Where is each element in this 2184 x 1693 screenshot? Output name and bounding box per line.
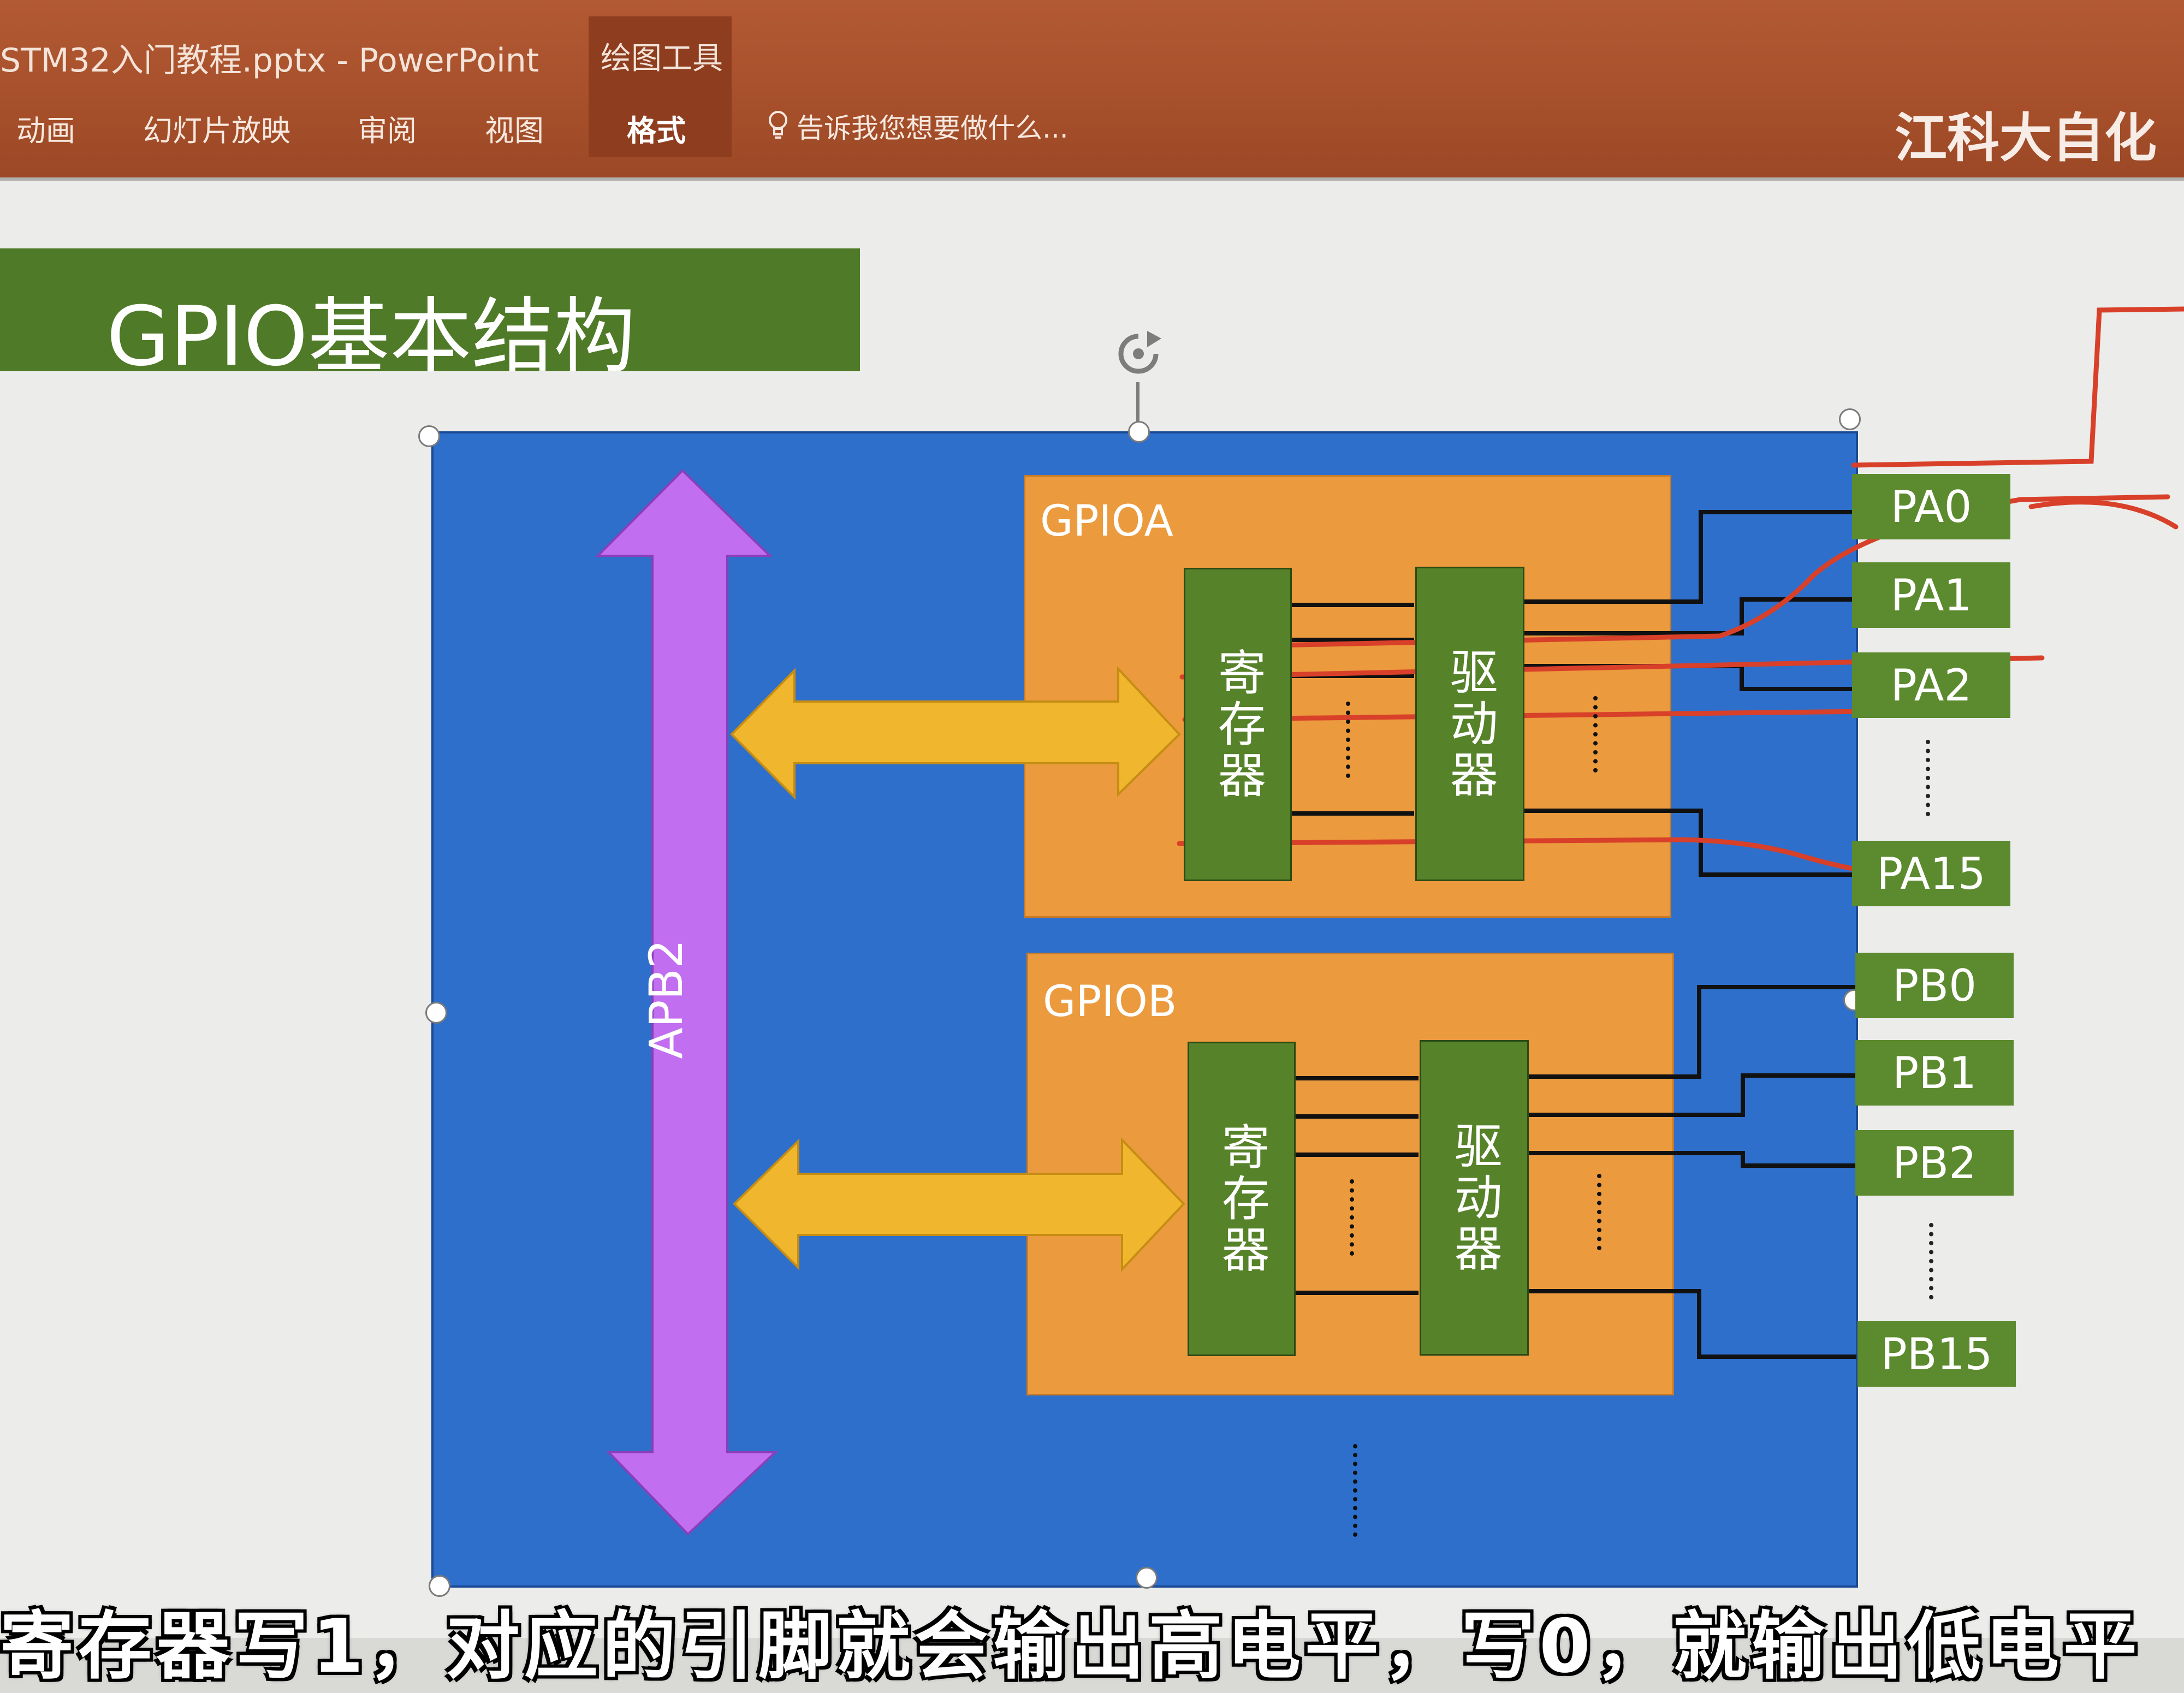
tell-me-text: 告诉我您想要做什么... [797, 112, 1069, 144]
pin-pb1[interactable]: PB1 [1855, 1040, 2014, 1106]
gpiob-register-label: 寄存器 [1214, 1122, 1271, 1276]
gpioa-label: GPIOA [1040, 497, 1173, 546]
resize-handle-top[interactable] [1128, 421, 1150, 443]
gpiob-driver-label: 驱动器 [1446, 1121, 1503, 1275]
slide-title: GPIO基本结构 [106, 289, 636, 384]
gpioa-driver-label: 驱动器 [1442, 647, 1499, 801]
gpiob-bus-arrow [733, 1137, 1185, 1273]
gpiob-register[interactable]: 寄存器 [1188, 1042, 1296, 1356]
gpioa-driver[interactable]: 驱动器 [1415, 567, 1524, 881]
slide-title-bar [0, 248, 860, 371]
apb2-bus-label: APB2 [639, 939, 693, 1059]
lightbulb-icon [769, 111, 787, 139]
pin-pa15[interactable]: PA15 [1852, 841, 2010, 906]
diagram-lines [595, 306, 2184, 1536]
pin-pa0[interactable]: PA0 [1852, 474, 2010, 539]
apb2-bus-arrow [595, 469, 779, 1536]
resize-handle-top-right[interactable] [1839, 408, 1861, 430]
brand-text: 江科大自化 [1895, 108, 2157, 169]
drawing-tools-group [589, 16, 732, 157]
pin-pa2[interactable]: PA2 [1852, 652, 2010, 718]
tab-review[interactable]: 审阅 [358, 114, 417, 148]
pin-pa1[interactable]: PA1 [1852, 562, 2010, 628]
resize-handle-bottom-left[interactable] [429, 1575, 450, 1597]
gpiob-label: GPIOB [1043, 977, 1177, 1026]
gpioa-register-label: 寄存器 [1210, 648, 1267, 801]
resize-handle-left[interactable] [425, 1002, 447, 1024]
gpioa-driver-ellipsis [1593, 696, 1601, 773]
gpiob-pin-ellipsis [1929, 1223, 1937, 1299]
gpioa-register[interactable]: 寄存器 [1184, 568, 1292, 881]
tab-format[interactable]: 格式 [627, 114, 686, 148]
gpioa-pin-ellipsis [1926, 740, 1933, 816]
tell-me-search[interactable]: 告诉我您想要做什么... [767, 106, 1069, 146]
gpioa-register-ellipsis [1346, 702, 1354, 778]
pin-pb15[interactable]: PB15 [1857, 1321, 2016, 1387]
gpiob-driver[interactable]: 驱动器 [1420, 1040, 1529, 1356]
red-annotation-lines [1177, 306, 2184, 887]
resize-handle-top-left[interactable] [418, 425, 440, 447]
tab-slideshow[interactable]: 幻灯片放映 [143, 114, 290, 148]
gpiob-register-ellipsis [1350, 1179, 1357, 1256]
gpiob-driver-ellipsis [1597, 1174, 1605, 1250]
more-gpio-ellipsis [1353, 1444, 1357, 1537]
pin-pb2[interactable]: PB2 [1855, 1130, 2014, 1196]
tab-animations[interactable]: 动画 [16, 114, 75, 148]
tab-view[interactable]: 视图 [485, 114, 544, 148]
video-subtitle: 寄存器写1，对应的引脚就会输出高电平，写0，就输出低电平 [0, 1603, 2141, 1689]
gpioa-bus-arrow [730, 666, 1181, 800]
resize-handle-bottom[interactable] [1136, 1567, 1158, 1589]
drawing-tools-label: 绘图工具 [601, 41, 723, 76]
pin-pb0[interactable]: PB0 [1855, 953, 2014, 1018]
window-title: STM32入门教程.pptx - PowerPoint [0, 41, 539, 80]
rotate-handle-stem [1136, 382, 1140, 431]
rotate-handle-icon[interactable] [1111, 326, 1166, 381]
ribbon [0, 0, 2184, 181]
